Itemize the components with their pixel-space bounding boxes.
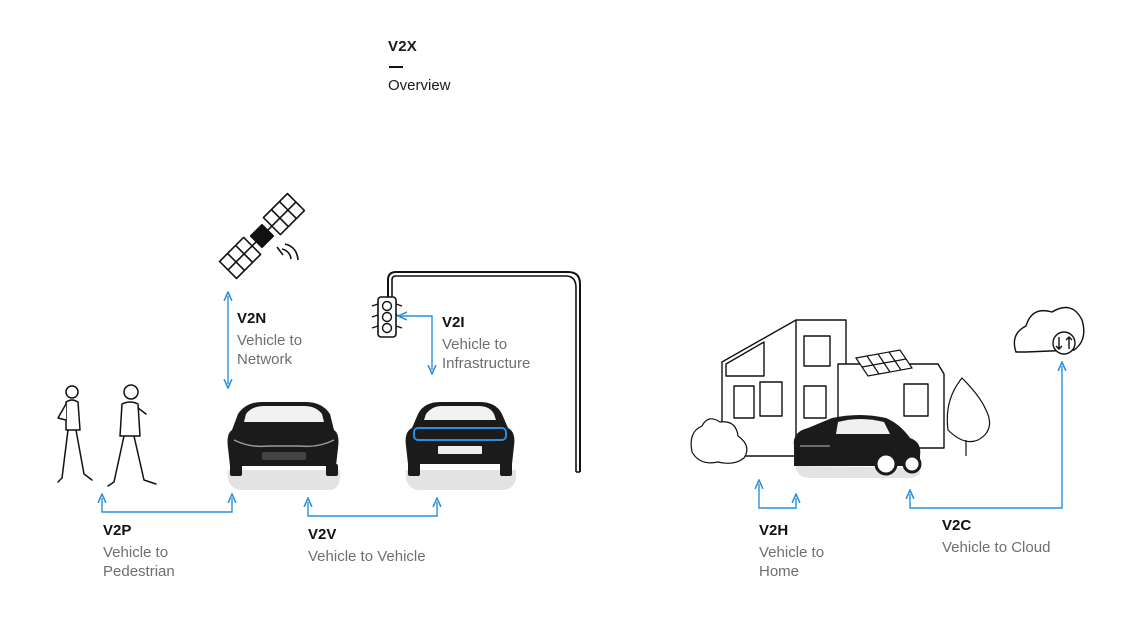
v2i-code: V2I [442,314,465,331]
v2p-connector [102,498,232,513]
v2i-desc-line2: Infrastructure [442,355,531,372]
v2c-connector [910,366,1062,509]
v2p-desc-line2: Pedestrian [103,563,175,580]
car-rear-icon [405,402,517,490]
v2c-code: V2C [942,517,972,534]
page-title: V2X [388,38,417,55]
car-front-icon [227,402,341,490]
connector-lines [102,296,1062,517]
label-v2i: V2I Vehicle to Infrastructure [442,314,530,373]
cloud-sync-icon [1013,306,1085,355]
v2i-desc-line1: Vehicle to [442,336,508,353]
v2n-code: V2N [237,310,267,327]
traffic-light-icon [371,271,581,473]
v2v-desc-line1: Vehicle to Vehicle [308,548,426,565]
label-v2c: V2C Vehicle to Cloud [942,517,1050,557]
v2p-desc-line1: Vehicle to [103,544,169,561]
v2i-connector [402,316,432,370]
v2h-desc-line1: Vehicle to [759,544,825,561]
v2n-desc-line1: Vehicle to [237,332,303,349]
label-v2v: V2V Vehicle to Vehicle [308,526,426,566]
v2h-connector [759,484,796,509]
v2n-desc-line2: Network [237,351,293,368]
v2v-code: V2V [308,526,337,543]
page-subtitle: Overview [388,77,451,94]
label-v2h: V2H Vehicle to Home [759,522,824,581]
v2v-connector [308,502,437,517]
label-v2n: V2N Vehicle to Network [237,310,302,369]
v2h-code: V2H [759,522,789,539]
v2h-desc-line2: Home [759,563,800,580]
v2p-code: V2P [103,522,132,539]
v2c-desc-line1: Vehicle to Cloud [942,539,1051,556]
solar-panel-icon [854,349,914,377]
satellite-icon [218,192,306,280]
pedestrian-icon [57,384,157,487]
title-divider [389,66,403,68]
label-v2p: V2P Vehicle to Pedestrian [103,522,175,581]
